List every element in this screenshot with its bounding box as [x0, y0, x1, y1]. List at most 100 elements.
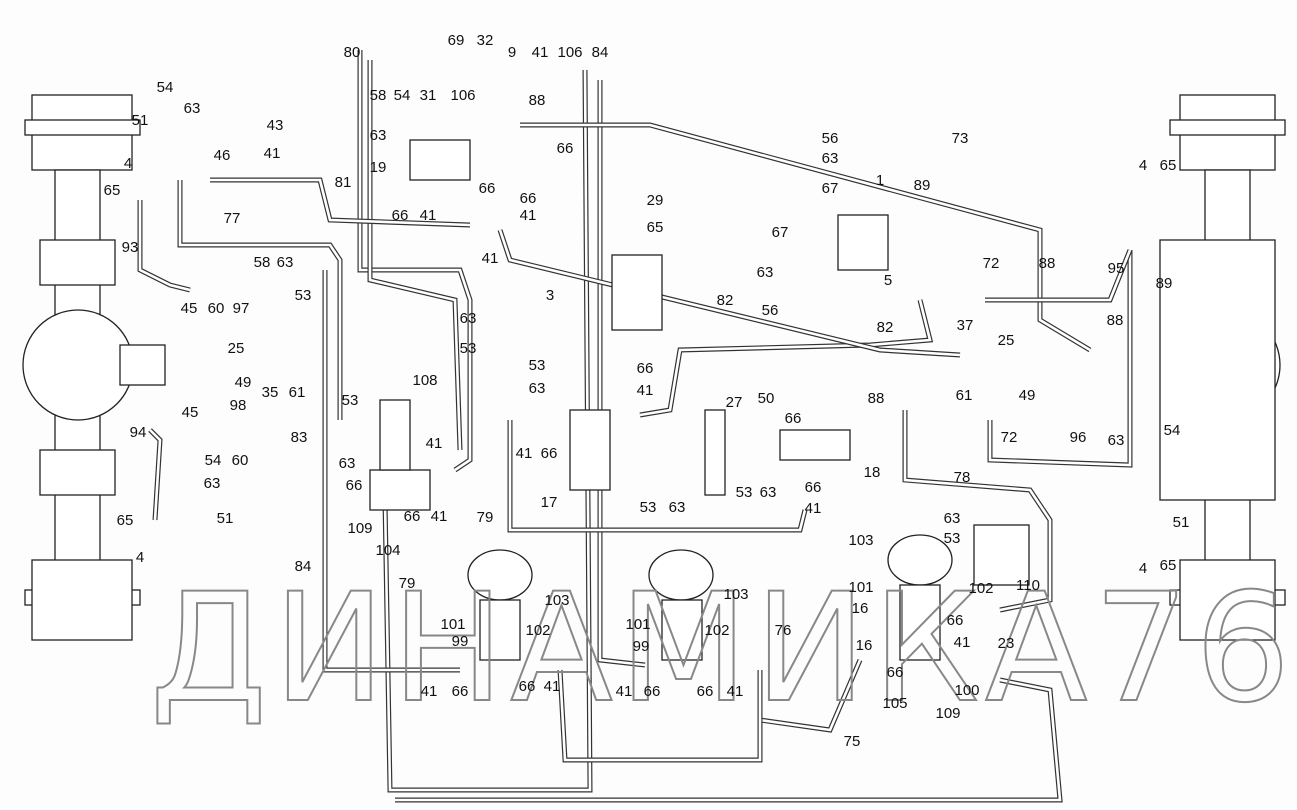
- callout-label: 63: [760, 484, 777, 501]
- hydraulic-pipe: [178, 180, 342, 420]
- right-axle: [1159, 94, 1286, 641]
- callout-label: 94: [130, 424, 147, 441]
- callout-label: 82: [717, 292, 734, 309]
- callout-label: 4: [124, 155, 132, 172]
- callout-label: 63: [529, 380, 546, 397]
- callout-label: 66: [404, 508, 421, 525]
- callout-label: 54: [205, 452, 222, 469]
- callout-label: 56: [762, 302, 779, 319]
- callout-label: 63: [184, 100, 201, 117]
- callout-label: 63: [822, 150, 839, 167]
- callout-label: 53: [944, 530, 961, 547]
- hydraulic-pipe: [368, 60, 462, 451]
- callout-label: 66: [520, 190, 537, 207]
- callout-label: 66: [519, 678, 536, 695]
- callout-label: 41: [516, 445, 533, 462]
- callout-label: 65: [647, 219, 664, 236]
- callout-label: 109: [935, 705, 960, 722]
- callout-label: 78: [954, 469, 971, 486]
- callout-label: 95: [1108, 260, 1125, 277]
- callout-label: 102: [525, 622, 550, 639]
- callout-label: 53: [529, 357, 546, 374]
- callout-label: 41: [954, 634, 971, 651]
- callout-label: 99: [452, 633, 469, 650]
- callout-label: 83: [291, 429, 308, 446]
- callout-label: 49: [1019, 387, 1036, 404]
- hydraulic-pipe: [395, 678, 1062, 802]
- callout-label: 53: [640, 499, 657, 516]
- callout-label: 41: [420, 207, 437, 224]
- hydraulic-pipe: [507, 420, 808, 533]
- callout-label: 61: [956, 387, 973, 404]
- callout-label: 106: [557, 44, 582, 61]
- callout-label: 35: [262, 384, 279, 401]
- hydraulic-pipe: [558, 669, 762, 762]
- callout-label: 50: [758, 390, 775, 407]
- hydraulic-pipe: [210, 178, 471, 227]
- callout-label: 53: [295, 287, 312, 304]
- callout-label: 56: [822, 130, 839, 147]
- hydraulic-pipe: [598, 80, 646, 667]
- callout-label: 29: [647, 192, 664, 209]
- callout-label: 51: [132, 112, 149, 129]
- callout-label: 65: [104, 182, 121, 199]
- callout-label: 41: [544, 678, 561, 695]
- callout-label: 63: [339, 455, 356, 472]
- callout-label: 103: [848, 532, 873, 549]
- callout-label: 101: [625, 616, 650, 633]
- callout-label: 66: [452, 683, 469, 700]
- hydraulic-pipe: [367, 60, 463, 451]
- callout-label: 31: [420, 87, 437, 104]
- callout-label: 89: [1156, 275, 1173, 292]
- callout-label: 97: [233, 300, 250, 317]
- hydraulic-pipe: [639, 299, 932, 417]
- callout-label: 65: [1160, 157, 1177, 174]
- callout-label: 37: [957, 317, 974, 334]
- callout-label: 66: [947, 612, 964, 629]
- callout-label: 41: [426, 435, 443, 452]
- callout-label: 102: [968, 580, 993, 597]
- callout-label: 41: [421, 683, 438, 700]
- callout-label: 25: [998, 332, 1015, 349]
- hydraulic-pipe: [520, 122, 1092, 353]
- left-axle: [22, 94, 166, 641]
- callout-label: 53: [342, 392, 359, 409]
- callout-label: 53: [736, 484, 753, 501]
- callout-label: 80: [344, 44, 361, 61]
- callout-label: 16: [852, 600, 869, 617]
- hydraulic-pipe: [639, 299, 934, 418]
- callout-label: 66: [644, 683, 661, 700]
- callout-label: 60: [232, 452, 249, 469]
- callout-label: 23: [998, 635, 1015, 652]
- hydraulic-pipe: [988, 250, 1132, 467]
- callout-label: 66: [785, 410, 802, 427]
- callout-label: 89: [914, 177, 931, 194]
- callout-label: 58: [254, 254, 271, 271]
- watermark: ДИНАМИКА76: [150, 562, 1296, 736]
- callout-label: 51: [217, 510, 234, 527]
- callout-label: 45: [181, 300, 198, 317]
- callout-label: 60: [208, 300, 225, 317]
- callout-label: 66: [637, 360, 654, 377]
- callout-label: 103: [723, 586, 748, 603]
- callout-label: 4: [1139, 560, 1147, 577]
- callout-label: 54: [157, 79, 174, 96]
- callout-label: 63: [944, 510, 961, 527]
- callout-label: 25: [228, 340, 245, 357]
- callout-label: 41: [637, 382, 654, 399]
- callout-label: 99: [633, 638, 650, 655]
- callout-label: 108: [412, 372, 437, 389]
- callout-label: 79: [477, 509, 494, 526]
- callout-label: 4: [1139, 157, 1147, 174]
- callout-label: 3: [546, 287, 554, 304]
- callout-label: 81: [335, 174, 352, 191]
- hydraulic-pipe: [138, 200, 191, 292]
- callout-label: 19: [370, 159, 387, 176]
- callout-label: 63: [277, 254, 294, 271]
- callout-label: 84: [592, 44, 609, 61]
- callout-label: 46: [214, 147, 231, 164]
- callout-label: 65: [117, 512, 134, 529]
- callout-label: 66: [557, 140, 574, 157]
